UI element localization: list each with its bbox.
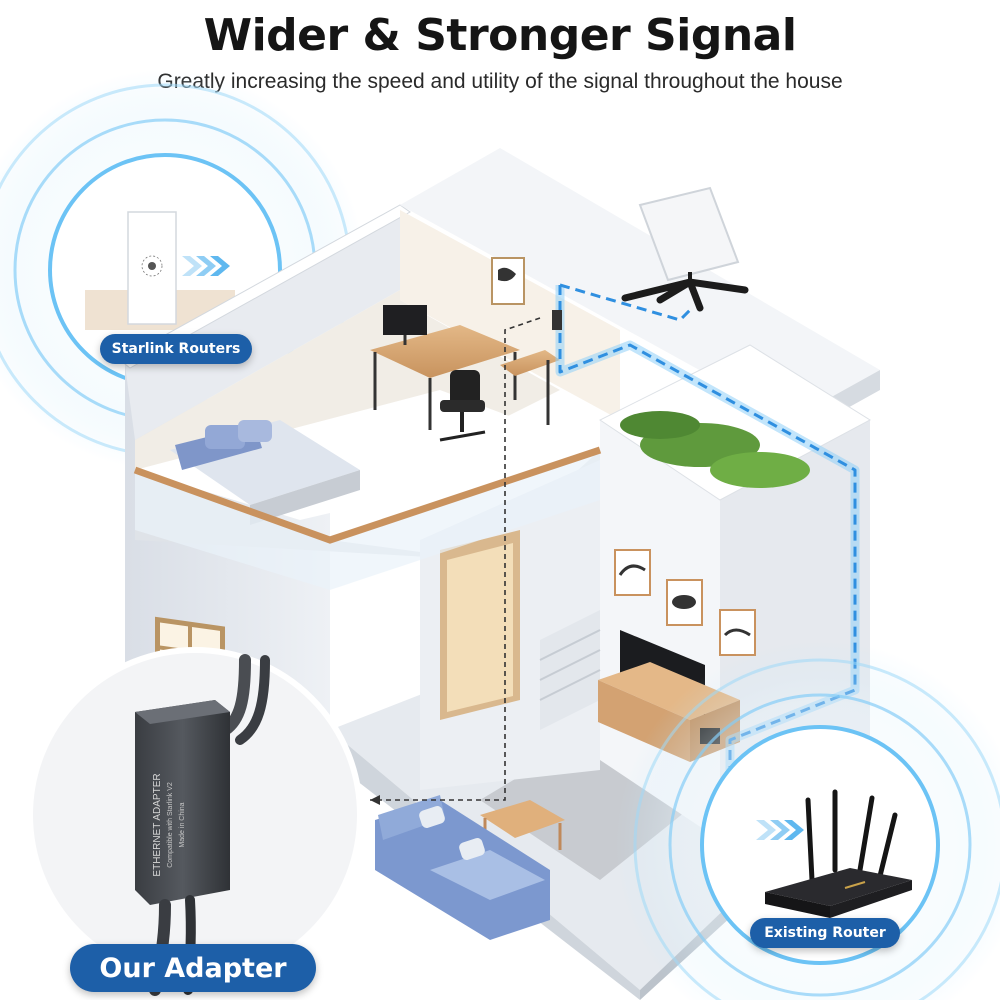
starlink-router-image <box>85 211 235 330</box>
adapter-print-line3: Made in China <box>179 802 186 847</box>
router-signal-rings <box>615 640 1000 1000</box>
adapter-print-line2: Compatible with Starlink V2 <box>167 782 174 868</box>
chevrons-left-icon <box>182 256 230 276</box>
office-chair <box>439 370 486 442</box>
router-image <box>756 789 912 918</box>
adapter-circle: ETHERNET ADAPTER Compatible with Starlin… <box>27 647 363 996</box>
our-adapter-label: Our Adapter <box>70 944 316 992</box>
wall-art <box>614 549 756 656</box>
subheadline: Greatly increasing the speed and utility… <box>157 70 843 93</box>
adapter-print-line1: ETHERNET ADAPTER <box>152 773 163 876</box>
bed <box>170 420 360 525</box>
starlink-dish <box>621 186 749 312</box>
headline: Wider & Stronger Signal <box>203 10 797 61</box>
sofa <box>375 795 550 940</box>
chevrons-right-icon <box>756 820 804 840</box>
railing <box>133 446 602 590</box>
desk <box>370 305 560 430</box>
plants <box>620 411 810 488</box>
starlink-routers-label: Starlink Routers <box>100 334 252 364</box>
existing-router-label: Existing Router <box>750 918 900 948</box>
wall-art <box>491 257 525 305</box>
